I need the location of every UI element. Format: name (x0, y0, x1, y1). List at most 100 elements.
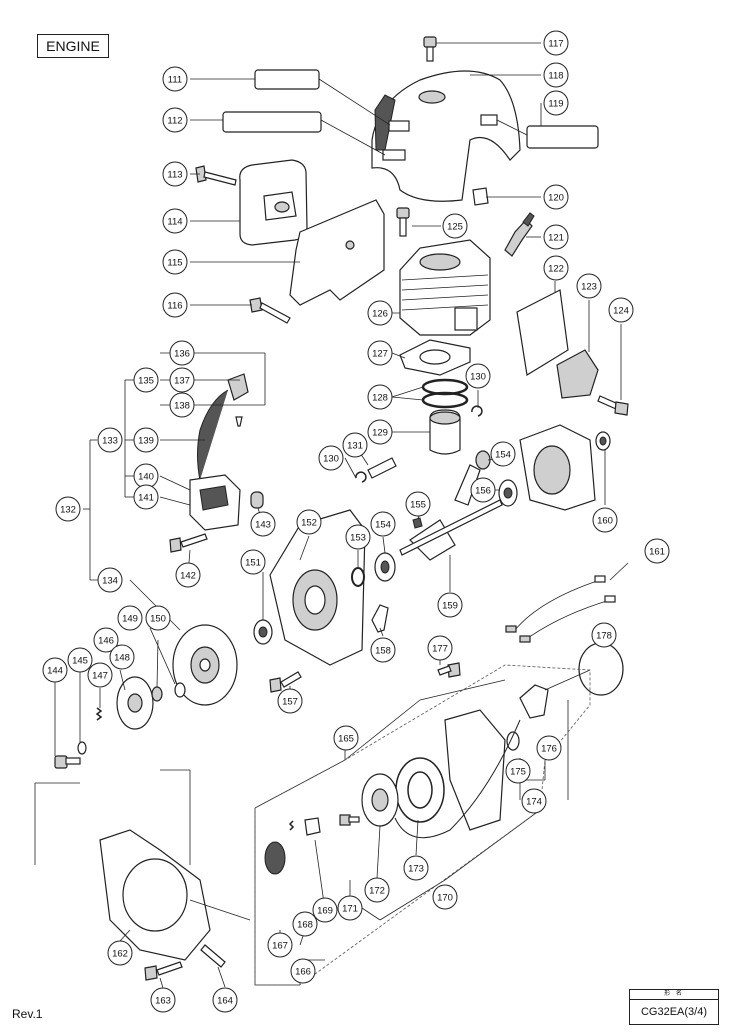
svg-text:122: 122 (548, 264, 564, 275)
svg-text:119: 119 (548, 99, 563, 110)
svg-text:154: 154 (375, 520, 391, 531)
svg-text:151: 151 (245, 558, 261, 569)
svg-text:147: 147 (92, 671, 108, 682)
callout-160: 160 (592, 507, 618, 533)
callout-164: 164 (212, 987, 238, 1013)
spring-168 (288, 820, 295, 831)
screw-171 (339, 814, 360, 826)
callout-128: 128 (367, 384, 393, 410)
collar-143 (250, 491, 264, 509)
svg-text:169: 169 (317, 906, 333, 917)
callout-132: 132 (55, 496, 81, 522)
pin-164 (200, 944, 226, 968)
piston-pin (367, 457, 397, 479)
callout-circles: 1111121131141151161171181191201211221231… (42, 30, 670, 1013)
svg-text:176: 176 (541, 744, 557, 755)
callout-146: 146 (93, 627, 119, 653)
callout-154: 154 (370, 511, 396, 537)
grommet-175 (506, 731, 520, 751)
svg-text:148: 148 (114, 653, 130, 664)
svg-text:118: 118 (548, 71, 563, 82)
screw-117 (423, 36, 437, 62)
bolt-163 (144, 961, 183, 981)
bolt-144 (54, 755, 81, 769)
washer-149 (151, 686, 163, 702)
washer-150 (174, 682, 186, 698)
fan-cover (99, 829, 211, 961)
svg-text:120: 120 (548, 193, 564, 204)
callout-175: 175 (505, 758, 531, 784)
svg-text:130: 130 (323, 454, 339, 465)
callout-138: 138 (169, 392, 195, 418)
callout-163: 163 (150, 987, 176, 1013)
callout-145: 145 (67, 647, 93, 673)
svg-text:140: 140 (138, 472, 154, 483)
muffler-plate (289, 199, 385, 306)
bearing-151 (253, 619, 273, 645)
svg-text:177: 177 (432, 644, 448, 655)
svg-text:150: 150 (150, 614, 166, 625)
svg-text:167: 167 (272, 941, 288, 952)
circlip-130a (471, 405, 483, 417)
svg-text:161: 161 (649, 547, 665, 558)
callout-168: 168 (292, 911, 318, 937)
callout-150: 150 (145, 605, 171, 631)
svg-text:114: 114 (167, 217, 182, 228)
cylinder-cover (371, 70, 521, 202)
callout-116: 116 (162, 292, 188, 318)
svg-text:129: 129 (372, 428, 388, 439)
svg-text:115: 115 (167, 258, 182, 269)
starter-rope (394, 719, 521, 839)
model-box: 形 名 CG32EA(3/4) (629, 989, 719, 1025)
callout-121: 121 (543, 224, 569, 250)
svg-text:146: 146 (98, 636, 114, 647)
svg-text:130: 130 (470, 372, 486, 383)
callout-169: 169 (312, 897, 338, 923)
svg-text:155: 155 (410, 500, 426, 511)
callout-176: 176 (536, 735, 562, 761)
callout-131: 131 (342, 432, 368, 458)
svg-text:164: 164 (217, 996, 233, 1007)
callout-117: 117 (543, 30, 569, 56)
svg-text:117: 117 (548, 39, 563, 50)
svg-text:153: 153 (350, 533, 366, 544)
callout-140: 140 (133, 463, 159, 489)
callout-147: 147 (87, 662, 113, 688)
callout-151: 151 (240, 549, 266, 575)
svg-text:113: 113 (167, 170, 182, 181)
svg-text:116: 116 (167, 301, 182, 312)
washer-145 (77, 741, 87, 755)
gasket-122 (516, 289, 569, 376)
callout-158: 158 (370, 637, 396, 663)
callout-111: 111 (162, 66, 188, 92)
crankshaft (399, 464, 503, 561)
callout-113: 113 (162, 161, 188, 187)
svg-text:170: 170 (437, 893, 453, 904)
svg-text:139: 139 (138, 436, 154, 447)
callout-127: 127 (367, 340, 393, 366)
callout-134: 134 (97, 567, 123, 593)
svg-text:135: 135 (138, 376, 154, 387)
svg-text:143: 143 (255, 520, 271, 531)
callout-149: 149 (117, 605, 143, 631)
clip-158 (371, 604, 389, 633)
callout-153: 153 (345, 524, 371, 550)
recoil-spring-inner (407, 771, 433, 809)
svg-text:126: 126 (372, 309, 388, 320)
svg-text:141: 141 (138, 493, 154, 504)
oil-seal-153 (351, 567, 365, 587)
callout-119: 119 (543, 90, 569, 116)
key-155 (412, 517, 423, 529)
recoil-spring (395, 757, 445, 823)
callout-130: 130 (465, 363, 491, 389)
callout-120: 120 (543, 184, 569, 210)
svg-text:158: 158 (375, 646, 391, 657)
svg-text:111: 111 (168, 75, 182, 86)
callout-161: 161 (644, 538, 670, 564)
callout-143: 143 (250, 511, 276, 537)
svg-text:145: 145 (72, 656, 88, 667)
callout-136: 136 (169, 340, 195, 366)
bearing-154a (374, 552, 396, 582)
callout-112: 112 (162, 107, 188, 133)
